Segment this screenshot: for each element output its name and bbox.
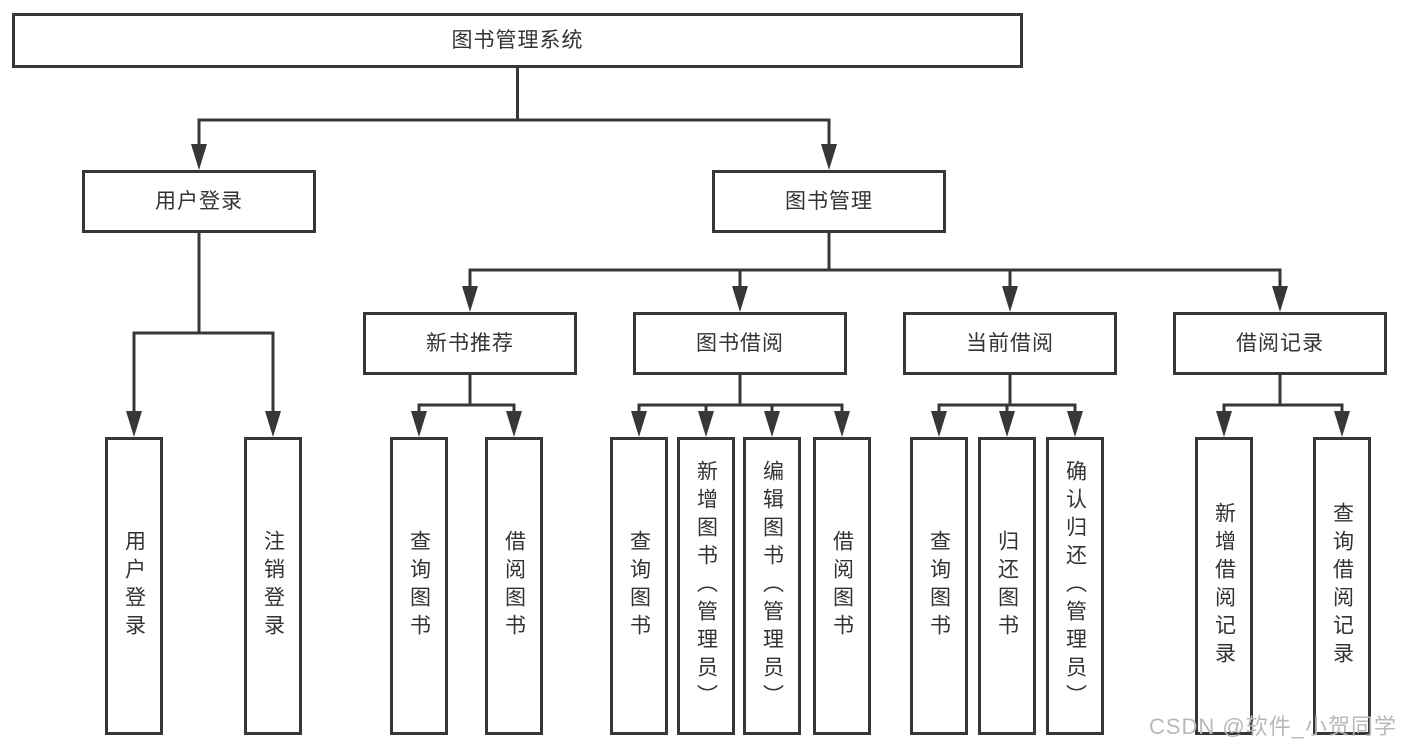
leaf-user-login: 用户登录 — [105, 437, 163, 735]
csdn-watermark: CSDN @软件_小贺同学 — [1148, 714, 1397, 739]
leaf-borrow-books-recommend: 借阅图书 — [485, 437, 543, 735]
leaf-query-borrow-record: 查询借阅记录 — [1313, 437, 1371, 735]
leaf-query-books-recommend: 查询图书 — [390, 437, 448, 735]
node-current-borrowing: 当前借阅 — [903, 312, 1117, 375]
node-book-management: 图书管理 — [712, 170, 946, 233]
node-new-book-recommend: 新书推荐 — [363, 312, 577, 375]
arrowheads — [126, 144, 1350, 437]
leaf-add-books-admin: 新增图书（管理员） — [677, 437, 735, 735]
node-library-management-system: 图书管理系统 — [12, 13, 1023, 68]
leaf-query-books-borrowing: 查询图书 — [610, 437, 668, 735]
node-book-borrowing: 图书借阅 — [633, 312, 847, 375]
leaf-query-books-current: 查询图书 — [910, 437, 968, 735]
node-user-login: 用户登录 — [82, 170, 316, 233]
leaf-logout: 注销登录 — [244, 437, 302, 735]
leaf-return-books: 归还图书 — [978, 437, 1036, 735]
node-borrowing-records: 借阅记录 — [1173, 312, 1387, 375]
leaf-confirm-return-admin: 确认归还（管理员） — [1046, 437, 1104, 735]
leaf-add-borrow-record: 新增借阅记录 — [1195, 437, 1253, 735]
leaf-edit-books-admin: 编辑图书（管理员） — [743, 437, 801, 735]
leaf-borrow-books: 借阅图书 — [813, 437, 871, 735]
